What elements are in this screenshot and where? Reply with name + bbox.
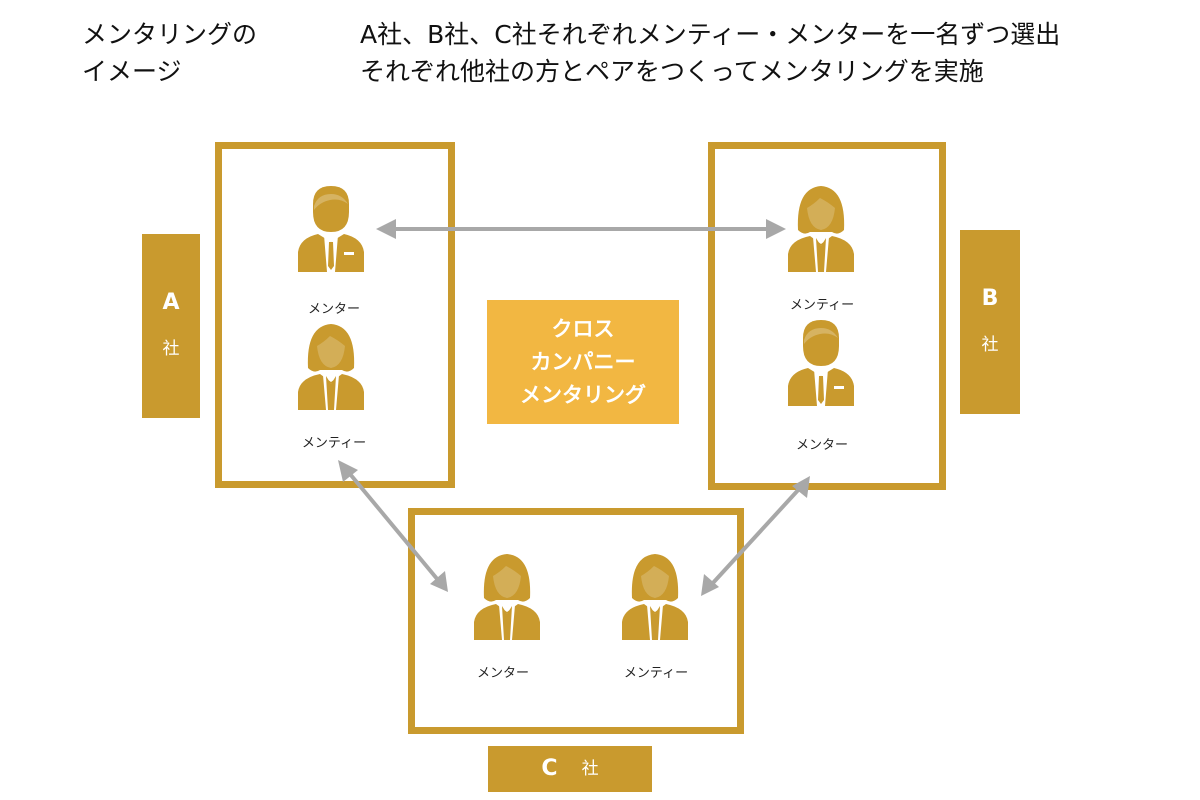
company-a-tab: A 社 [142,234,200,418]
company-b-suffix: 社 [981,335,999,355]
cross-company-mentoring-label: クロス カンパニー メンタリング [487,300,679,424]
description-line-1: A社、B社、C社それぞれメンティー・メンターを一名ずつ選出 [360,20,1061,49]
company-c-letter: C [541,756,558,781]
description-line-2: それぞれ他社の方とペアをつくってメンタリングを実施 [360,57,984,86]
title-line-2: イメージ [82,57,182,86]
company-a-mentee-label: メンティー [301,436,367,451]
company-b-mentor-label: メンター [795,438,848,453]
company-a-letter: A [162,290,180,315]
company-b-letter: B [981,286,999,311]
center-line-1: クロス [551,316,615,341]
company-a-mentor-label: メンター [307,302,360,317]
title-line-1: メンタリングの [82,20,258,49]
center-line-3: メンタリング [520,382,646,407]
company-c-tab: C 社 [488,746,652,792]
arrow-a-mentor-to-b-mentee [376,219,786,239]
arrow-b-mentor-to-c-mentee [701,476,810,596]
center-line-2: カンパニー [530,349,636,374]
diagram-description: A社、B社、C社それぞれメンティー・メンターを一名ずつ選出 それぞれ他社の方とペ… [360,16,1160,90]
company-c-box [408,508,744,734]
company-c-mentee-label: メンティー [623,666,689,681]
company-a-suffix: 社 [162,339,180,359]
company-c-mentor-label: メンター [476,666,529,681]
company-c-suffix: 社 [581,759,599,779]
company-b-mentee-label: メンティー [789,298,855,313]
arrow-a-mentee-to-c-mentor [338,460,448,592]
diagram-title: メンタリングの イメージ [82,16,322,90]
company-b-tab: B 社 [960,230,1020,414]
